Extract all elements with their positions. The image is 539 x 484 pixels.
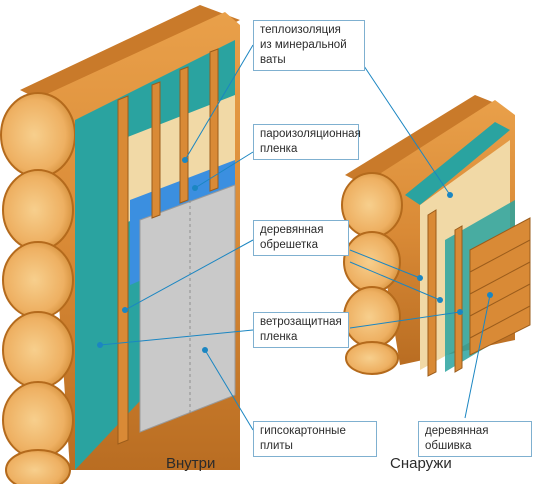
- label-cladding-text: деревянная обшивка: [425, 425, 489, 452]
- lathing-studs-left: [117, 48, 219, 445]
- leader-lines: [97, 44, 493, 431]
- label-wind-barrier: ветрозащитная пленка: [253, 312, 349, 348]
- left-wall: [0, 5, 240, 484]
- label-cladding: деревянная обшивка: [418, 421, 532, 457]
- insulation-left: [120, 95, 235, 225]
- label-insulation-line2: из минеральной ваты: [260, 39, 347, 66]
- label-insulation: теплоизоляция из минеральной ваты: [253, 20, 365, 71]
- label-drywall-text: гипсокартонные плиты: [260, 425, 346, 452]
- label-lathing-line2: обрешетка: [260, 239, 318, 251]
- drywall-left: [139, 184, 236, 433]
- label-lathing-line1: деревянная: [260, 224, 324, 236]
- label-insulation-line1: теплоизоляция: [260, 24, 341, 36]
- caption-outside: Снаружи: [390, 455, 452, 472]
- label-vapor-line2: пленка: [260, 143, 298, 155]
- label-wind-line1: ветрозащитная: [260, 316, 342, 328]
- lathing-studs-right: [427, 209, 463, 377]
- membrane-right: [405, 122, 510, 205]
- label-wind-line2: пленка: [260, 331, 298, 343]
- label-drywall: гипсокартонные плиты: [253, 421, 377, 457]
- right-wall: [341, 95, 531, 377]
- log-ends-left: [0, 92, 76, 484]
- label-vapor-barrier: пароизоляционная пленка: [253, 124, 361, 160]
- label-lathing: деревянная обрешетка: [253, 220, 349, 256]
- label-vapor-line1: пароизоляционная: [260, 128, 361, 140]
- log-ends-right: [341, 172, 403, 375]
- caption-inside: Внутри: [166, 455, 216, 472]
